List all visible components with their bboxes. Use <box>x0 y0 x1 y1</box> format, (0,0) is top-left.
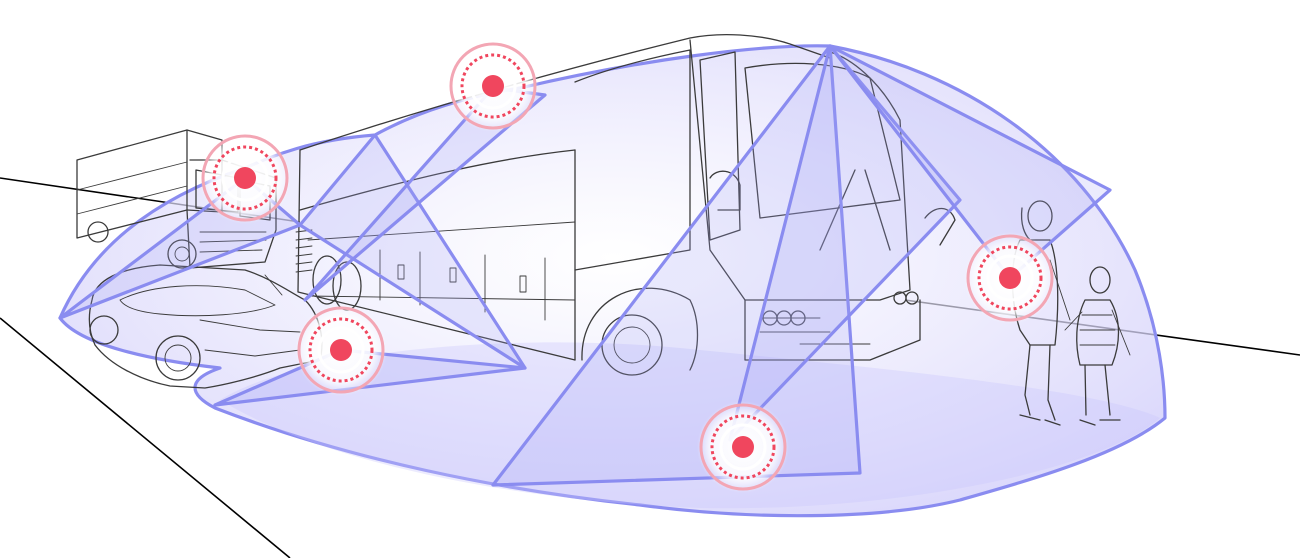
pedestrian-child-icon <box>1064 266 1131 426</box>
coverage-zone <box>58 44 1167 518</box>
beam-front-top <box>728 44 962 442</box>
bus-icon <box>295 33 956 376</box>
sensor-icon <box>447 40 539 132</box>
road-line-front-left <box>0 317 291 558</box>
sensor-icon <box>697 401 789 493</box>
sensor-icon <box>295 304 387 396</box>
sensor-icon <box>964 232 1056 324</box>
beam-rear <box>298 133 527 370</box>
beam-right <box>828 44 1112 280</box>
beam-front-right <box>491 44 862 487</box>
ground-shade <box>220 342 1160 509</box>
sensors <box>199 40 1056 493</box>
sensor-icon <box>199 132 291 224</box>
